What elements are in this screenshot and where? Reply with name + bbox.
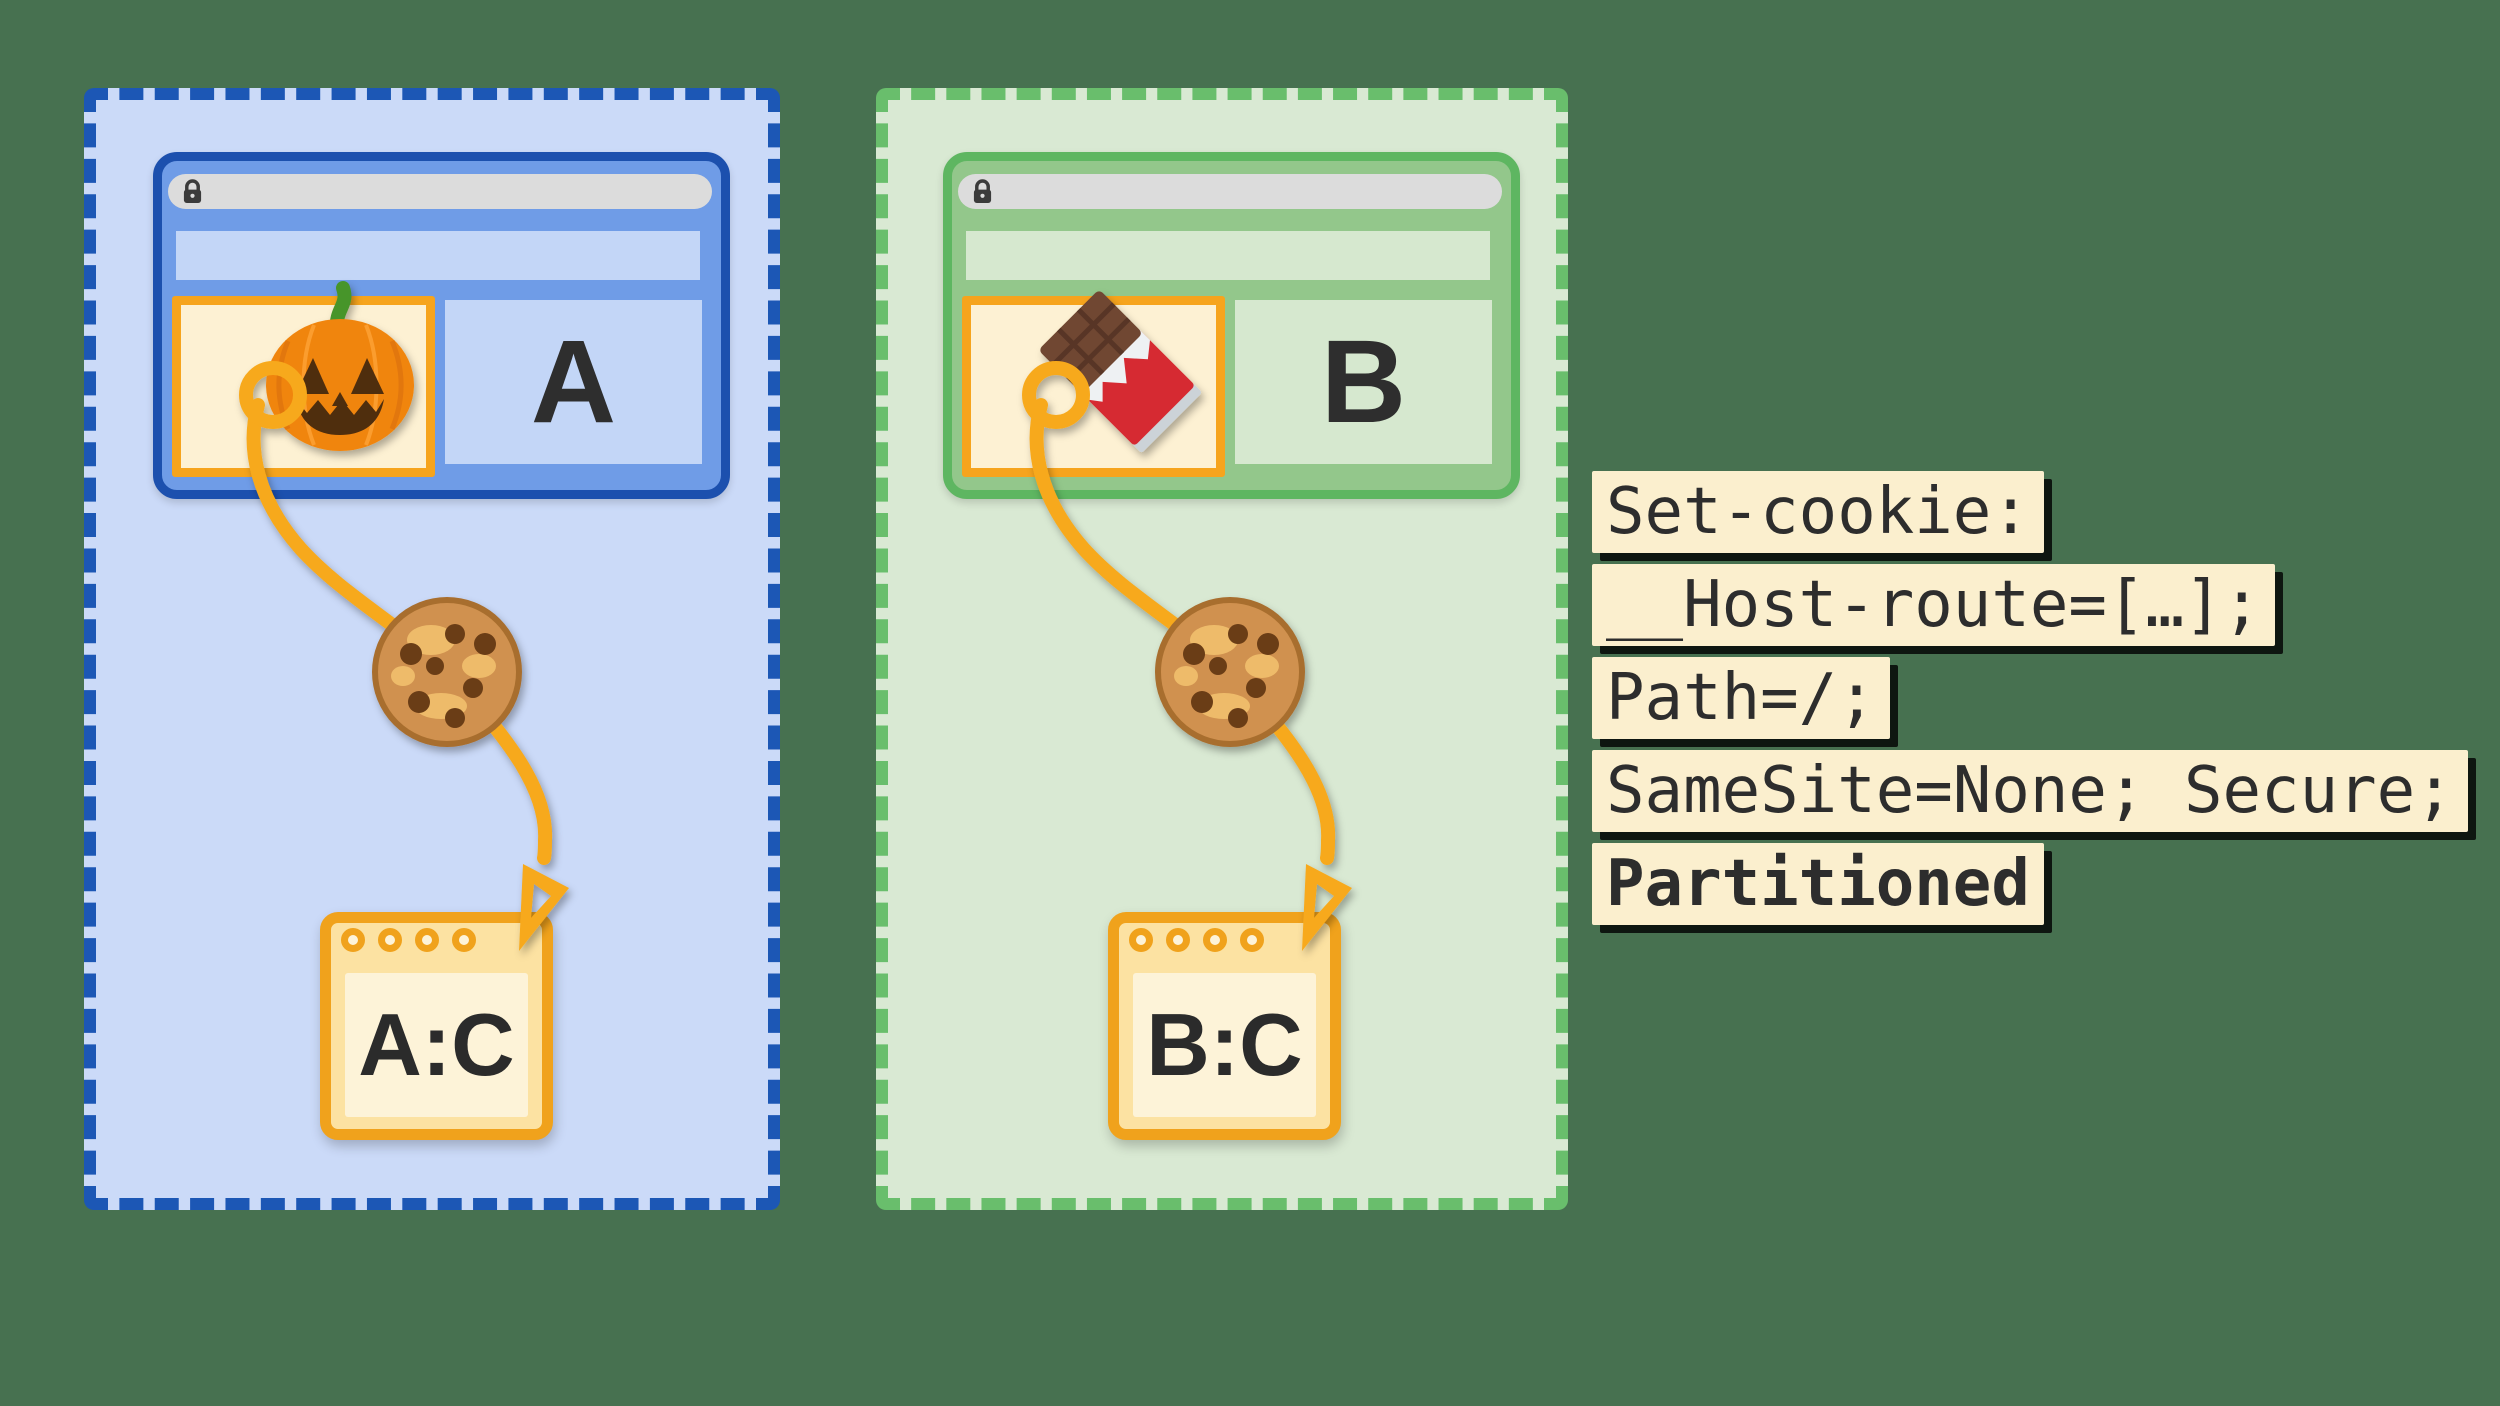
jar-dot <box>1166 928 1190 952</box>
top-level-site-box: B <box>1235 300 1492 464</box>
jar-dot <box>341 928 365 952</box>
partition-key-label: A:C <box>358 995 515 1094</box>
set-cookie-header-snippet: Set-cookie: __Host-route=[…]; Path=/; Sa… <box>1592 471 2468 936</box>
partition-site-a: A A:C <box>84 88 780 1210</box>
code-line: Set-cookie: <box>1592 471 2044 553</box>
url-bar <box>168 174 712 209</box>
browser-window-a: A <box>153 152 730 499</box>
page-content-placeholder <box>176 231 700 280</box>
code-line: __Host-route=[…]; <box>1592 564 2276 646</box>
code-line-partitioned: Partitioned <box>1592 843 2044 925</box>
jar-dot <box>378 928 402 952</box>
top-level-site-box: A <box>445 300 702 464</box>
embedded-iframe-site-c <box>962 296 1225 477</box>
jar-dot <box>1240 928 1264 952</box>
jar-dot <box>415 928 439 952</box>
jar-dot <box>452 928 476 952</box>
jar-panel: A:C <box>345 973 528 1117</box>
browser-window-b: B <box>943 152 1520 499</box>
code-line: SameSite=None; Secure; <box>1592 750 2468 832</box>
jar-dots <box>341 928 476 952</box>
page-content-placeholder <box>966 231 1490 280</box>
jar-dots <box>1129 928 1264 952</box>
url-bar <box>958 174 1502 209</box>
lock-icon <box>183 179 202 203</box>
partition-key-label: B:C <box>1146 995 1303 1094</box>
lock-icon <box>973 179 992 203</box>
jar-dot <box>1129 928 1153 952</box>
code-line: Path=/; <box>1592 657 1890 739</box>
jar-dot <box>1203 928 1227 952</box>
cookie-jar-b: B:C <box>1108 912 1341 1140</box>
site-letter: B <box>1320 316 1407 448</box>
partition-site-b: B B:C <box>876 88 1568 1210</box>
embedded-iframe-site-c <box>172 296 435 477</box>
jar-panel: B:C <box>1133 973 1316 1117</box>
site-letter: A <box>530 316 617 448</box>
cookie-jar-a: A:C <box>320 912 553 1140</box>
